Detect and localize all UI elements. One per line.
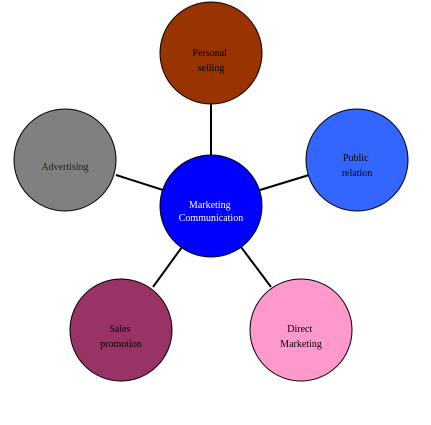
public-relation-label: Public relation <box>342 153 373 179</box>
node-advertising: Advertising <box>13 108 117 212</box>
connector-direct-marketing <box>240 246 272 288</box>
sales-promotion-circle <box>69 278 173 382</box>
public-relation-circle <box>305 108 409 212</box>
connector-advertising <box>115 174 164 191</box>
node-sales-promotion: Sales promotion <box>69 278 173 382</box>
node-direct-marketing: Direct Marketing <box>249 278 353 382</box>
connector-sales-promotion <box>152 246 183 288</box>
connectors <box>115 103 310 288</box>
advertising-label: Advertising <box>41 162 88 173</box>
personal-selling-circle <box>159 1 263 105</box>
advertising-circle <box>13 108 117 212</box>
direct-marketing-label: Direct Marketing <box>280 324 322 350</box>
direct-marketing-circle <box>249 278 353 382</box>
node-personal-selling: Personal selling <box>159 1 263 105</box>
node-public-relation: Public relation <box>305 108 409 212</box>
connector-public-relation <box>259 174 310 191</box>
node-center-marketing-communication: Marketing Communication <box>159 154 263 258</box>
center-label: Marketing Communication <box>179 200 243 224</box>
sales-promotion-label: Sales promotion <box>100 324 142 350</box>
personal-selling-label: Personal selling <box>193 48 230 74</box>
center-circle <box>159 154 263 258</box>
